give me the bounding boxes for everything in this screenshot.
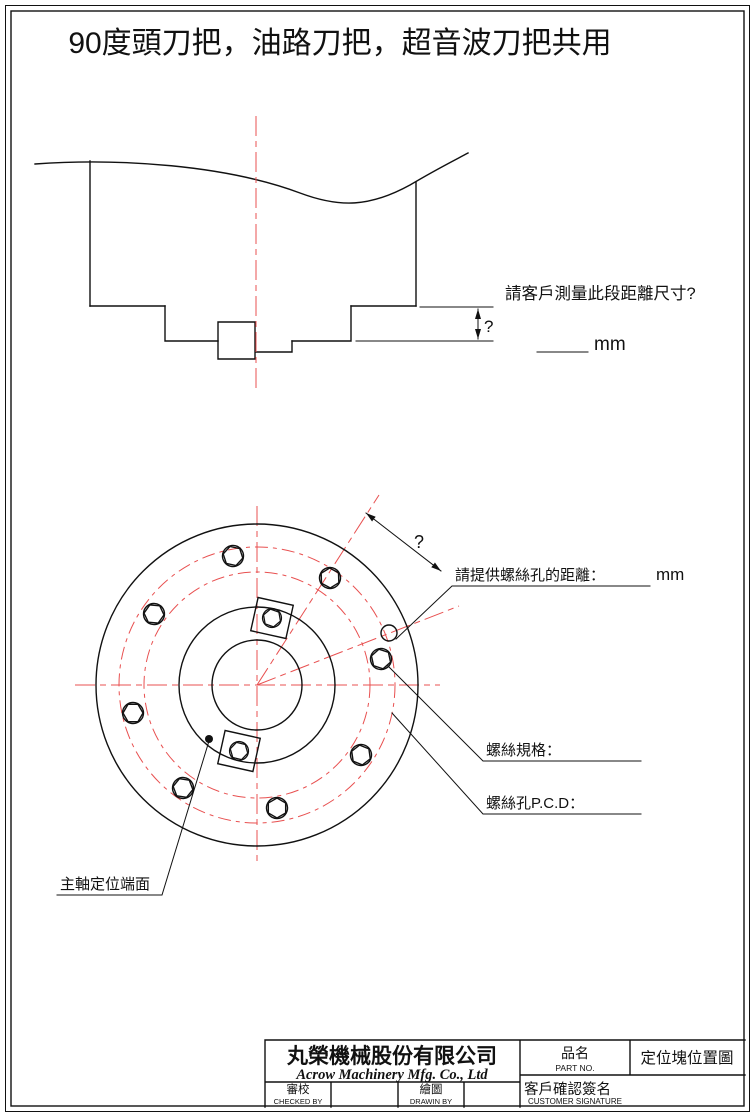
angle-dimension: ? [365,512,442,572]
drawn-by-label-en: DRAWIN BY [410,1097,452,1106]
company-name-en: Acrow Machinery Mfg. Co., Ltd [295,1067,488,1083]
spindle-face-label: 主軸定位端面 [60,876,150,893]
part-name: 定位塊位置圖 [640,1049,733,1067]
hub-circle [178,606,336,764]
spindle-face-callout: 主軸定位端面 [56,735,213,896]
part-no-label-en: PART NO. [555,1063,594,1073]
screw-distance-label: 請提供螺絲孔的距離： [455,566,605,584]
bolt-circle-outer [118,546,396,824]
diagonal-centerline-b [256,605,460,686]
housing-outline [89,160,417,307]
front-view: ? 請提供螺絲孔的距離： mm 螺絲規格： 螺絲孔P.C.D： 主軸定位端面 [56,494,684,896]
drive-key-top [249,596,295,640]
measure-note: 請客戶測量此段距離尺寸? [505,284,696,303]
checked-by-label-en: CHECKED BY [274,1097,323,1106]
title-block: 丸榮機械股份有限公司 Acrow Machinery Mfg. Co., Ltd… [264,1039,746,1108]
drive-key-bottom [216,729,262,773]
drawing-title: 90度頭刀把，油路刀把，超音波刀把共用 [68,27,611,60]
screw-spec-label: 螺絲規格： [486,742,561,759]
customer-signature-label-en: CUSTOMER SIGNATURE [528,1097,622,1106]
screw-spec-callout: 螺絲規格： [387,665,642,762]
break-line [34,152,469,204]
checked-by-label-zh: 審校 [287,1082,310,1096]
flange-outer-circle [95,523,419,847]
positioning-block-outline [217,321,293,360]
screw-distance-unit: mm [656,565,684,584]
title-block-grid [264,1039,746,1108]
side-dimension: ? [355,306,494,342]
angle-question: ? [414,532,424,552]
step-block-outline [164,305,352,342]
customer-signature-label-zh: 客戶確認簽名 [524,1080,611,1098]
screw-pcd-callout: 螺絲孔P.C.D： [391,712,642,815]
screw-pcd-label: 螺絲孔P.C.D： [486,795,584,812]
sheet-border [5,5,750,1112]
company-name-zh: 丸榮機械股份有限公司 [286,1044,497,1068]
side-dim-question: ? [484,317,493,336]
side-view: ? 請客戶測量此段距離尺寸? mm [34,116,696,392]
measure-unit: mm [594,334,626,355]
screw-distance-callout: 請提供螺絲孔的距離： mm [395,565,684,640]
drawn-by-label-zh: 繪圖 [420,1082,443,1096]
screw-hole-circle [380,624,398,642]
spindle-face-dot [205,735,213,743]
part-no-label-zh: 品名 [561,1045,589,1061]
bolt-circle-inner [143,571,371,799]
bore-circle [211,639,303,731]
